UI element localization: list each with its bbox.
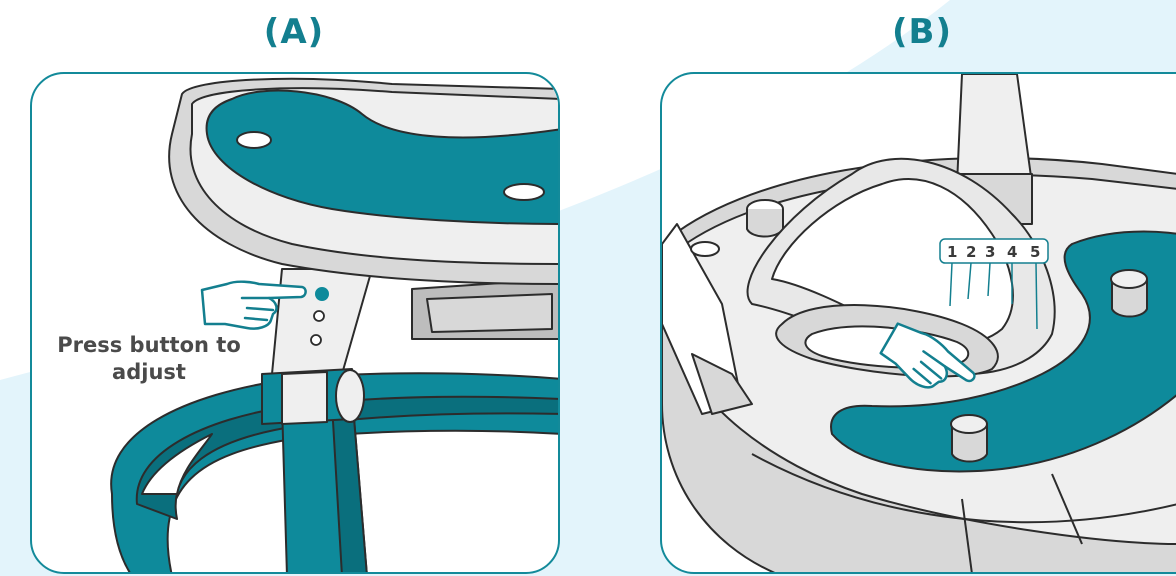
slot-number-box: 1 2 3 4 5 <box>939 238 1049 330</box>
slot-number-5: 5 <box>1030 243 1040 261</box>
pointing-hand-icon <box>200 280 307 330</box>
adjust-button-pressed <box>315 287 329 301</box>
walker-height-illustration <box>110 77 558 572</box>
slot-number-4: 4 <box>1007 243 1017 261</box>
panel-a-label: (A) <box>263 12 325 52</box>
strap-slots-illustration: 1 2 3 4 5 <box>662 74 1176 572</box>
slot-number-1: 1 <box>947 243 957 261</box>
panel-b-label: (B) <box>892 12 952 52</box>
slot-number-2: 2 <box>966 243 976 261</box>
pointing-hand-icon <box>879 322 976 389</box>
panel-b-illustration: 1 2 3 4 5 <box>660 72 1176 574</box>
height-hole <box>313 310 325 322</box>
panel-a-illustration: Press button to adjust <box>30 72 560 574</box>
height-hole <box>310 334 322 346</box>
instruction-text: Press button to adjust <box>57 333 241 384</box>
slot-number-3: 3 <box>985 243 995 261</box>
